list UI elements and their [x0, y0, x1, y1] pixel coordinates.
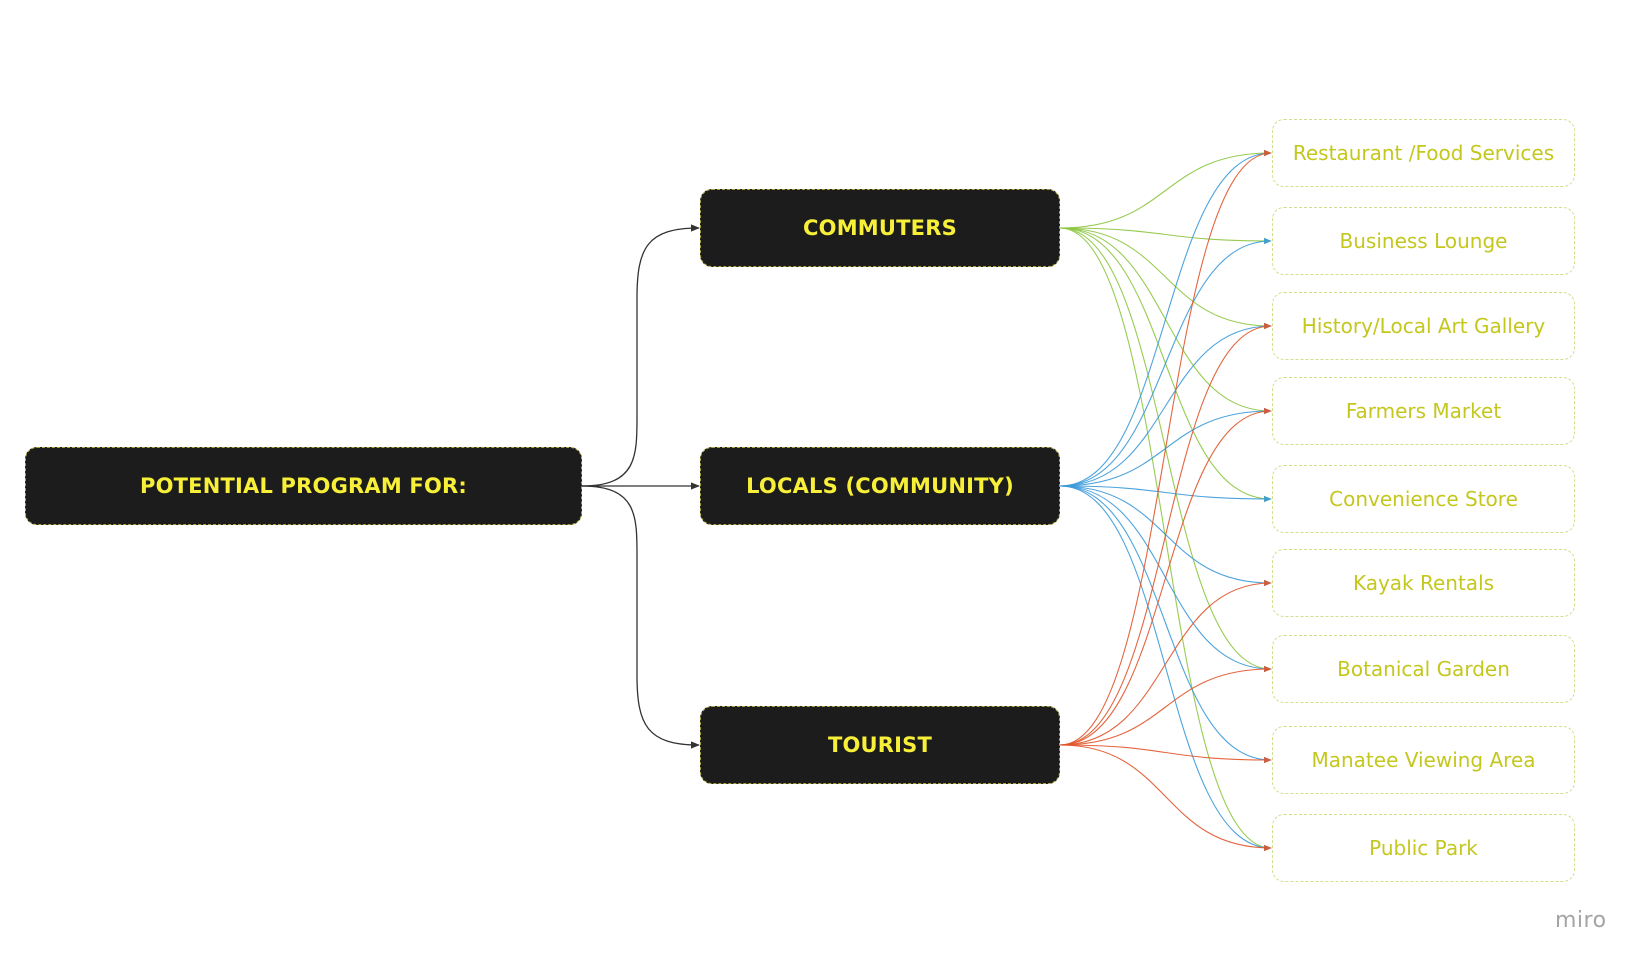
program-connector [1059, 744, 1272, 852]
program-node-business-lounge[interactable]: Business Lounge [1272, 207, 1575, 275]
group-node-label: LOCALS (COMMUNITY) [746, 474, 1014, 498]
group-node-locals[interactable]: LOCALS (COMMUNITY) [700, 447, 1060, 525]
program-connector [1059, 485, 1272, 852]
program-connector [1059, 322, 1272, 746]
program-node-label: Convenience Store [1329, 487, 1518, 511]
program-node-label: Kayak Rentals [1352, 571, 1495, 595]
miro-logo: miro [1555, 908, 1607, 933]
program-node-restaurant[interactable]: Restaurant /Food Services [1272, 119, 1575, 187]
root-connector [581, 485, 700, 749]
program-connector [1059, 407, 1272, 746]
program-connector [1059, 149, 1272, 229]
program-connector [1059, 665, 1272, 746]
program-node-label: Botanical Garden [1337, 657, 1510, 681]
program-node-label: Manatee Viewing Area [1311, 748, 1536, 772]
program-connector [1059, 485, 1272, 764]
program-node-manatee-viewing[interactable]: Manatee Viewing Area [1272, 726, 1575, 794]
program-connector [1059, 579, 1272, 746]
program-node-label: Public Park [1369, 836, 1478, 860]
group-node-label: COMMUTERS [803, 216, 957, 240]
program-node-label: Restaurant /Food Services [1292, 141, 1555, 165]
root-node-label: POTENTIAL PROGRAM FOR: [139, 474, 468, 498]
program-node-farmers-market[interactable]: Farmers Market [1272, 377, 1575, 445]
root-connector [581, 224, 700, 487]
program-node-art-gallery[interactable]: History/Local Art Gallery [1272, 292, 1575, 360]
program-connector [1059, 485, 1272, 503]
program-connector [1059, 227, 1272, 852]
program-node-convenience-store[interactable]: Convenience Store [1272, 465, 1575, 533]
root-connectors [581, 224, 700, 749]
program-connector [1059, 237, 1272, 487]
program-connector [1059, 149, 1272, 746]
group-node-label: TOURIST [827, 733, 933, 757]
program-node-label: History/Local Art Gallery [1301, 314, 1546, 338]
group-node-commuters[interactable]: COMMUTERS [700, 189, 1060, 267]
program-connector [1059, 227, 1272, 245]
root-node[interactable]: POTENTIAL PROGRAM FOR: [25, 447, 582, 525]
program-node-public-park[interactable]: Public Park [1272, 814, 1575, 882]
program-connector [1059, 227, 1272, 330]
program-node-label: Farmers Market [1345, 399, 1502, 423]
program-connector [1059, 322, 1272, 487]
program-node-botanical-garden[interactable]: Botanical Garden [1272, 635, 1575, 703]
group-node-tourist[interactable]: TOURIST [700, 706, 1060, 784]
program-node-kayak-rentals[interactable]: Kayak Rentals [1272, 549, 1575, 617]
program-connector [1059, 149, 1272, 487]
program-connectors [1059, 149, 1272, 852]
program-connector [1059, 744, 1272, 764]
program-node-label: Business Lounge [1339, 229, 1508, 253]
